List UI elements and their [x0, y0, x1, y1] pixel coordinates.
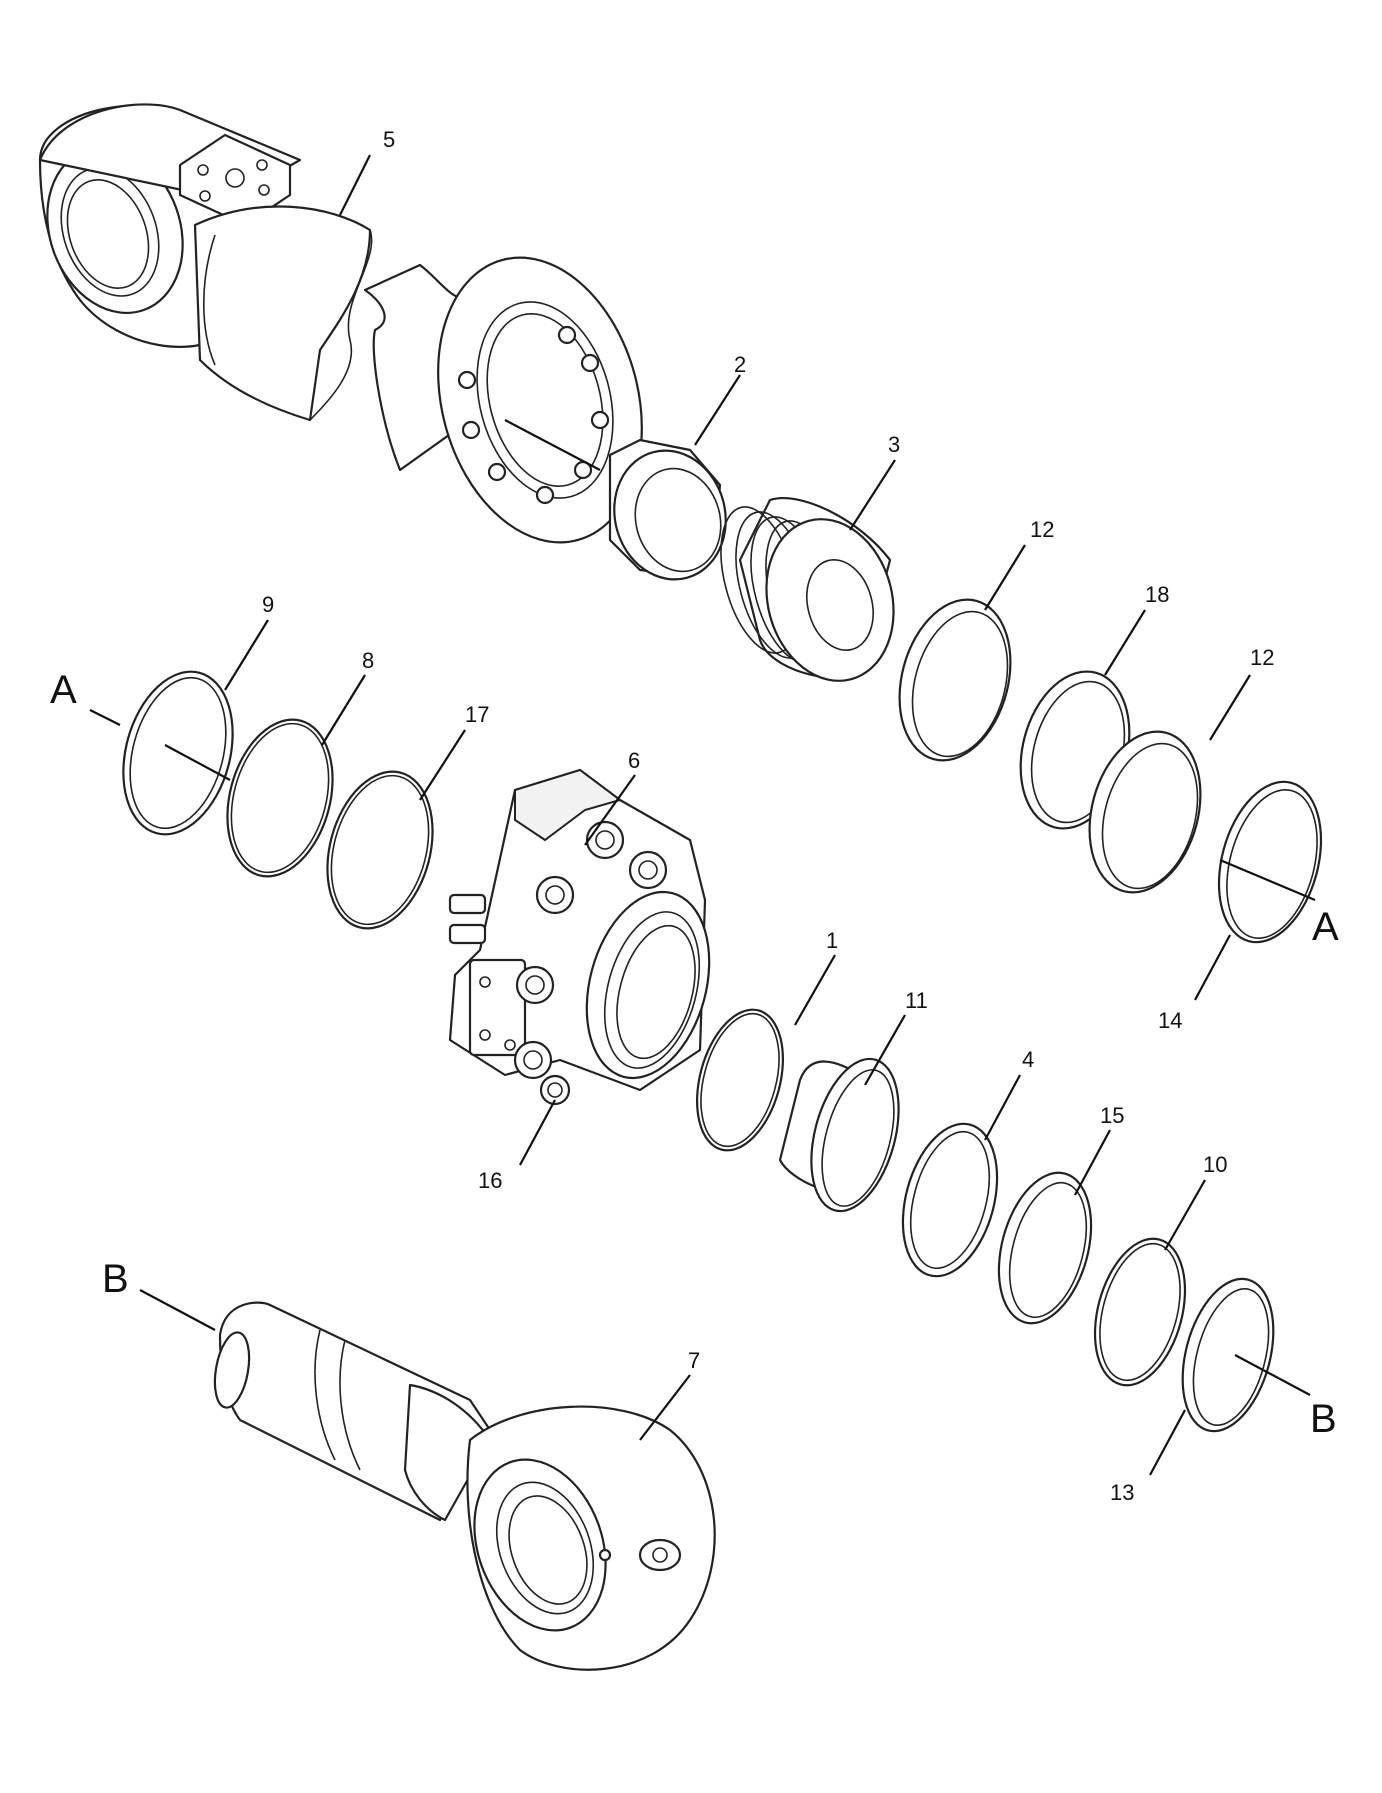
part-rod [213, 1301, 716, 1671]
callout-16: 16 [478, 1168, 502, 1193]
part-cylinder-barrel [38, 103, 643, 544]
part-ring-17 [326, 770, 434, 930]
callout-6: 6 [628, 748, 640, 773]
part-ring-14 [1217, 780, 1323, 944]
callout-5: 5 [383, 127, 395, 152]
part-wear-ring-12a [898, 598, 1012, 762]
part-wear-ring-12b [1088, 730, 1202, 894]
part-ring-8 [226, 718, 334, 878]
part-ring-1 [696, 1008, 784, 1152]
callout-8: 8 [362, 648, 374, 673]
callout-12a: 12 [1030, 517, 1054, 542]
part-wiper-13 [1181, 1277, 1275, 1433]
callout-10: 10 [1203, 1152, 1227, 1177]
ref-a-right: A [1312, 905, 1339, 949]
callout-2: 2 [734, 352, 746, 377]
part-ring-4 [901, 1122, 999, 1278]
callout-7: 7 [688, 1348, 700, 1373]
part-bushing-11 [778, 1057, 900, 1213]
part-piston [720, 497, 895, 682]
part-nut [608, 438, 727, 581]
callout-4: 4 [1022, 1047, 1034, 1072]
callout-11: 11 [905, 988, 928, 1013]
callout-18: 18 [1145, 582, 1169, 607]
part-ring-10 [1093, 1237, 1187, 1387]
reference-letters: A A B B [50, 668, 1339, 1441]
callout-1: 1 [826, 928, 838, 953]
ref-b-right: B [1310, 1397, 1337, 1441]
ref-b-left: B [102, 1257, 129, 1301]
callout-labels: 5 2 3 12 18 12 9 8 17 6 14 1 11 4 15 10 … [262, 127, 1274, 1505]
leader-lines [89, 154, 1316, 1476]
part-head [448, 768, 711, 1106]
part-seal-15 [997, 1171, 1093, 1325]
ref-a-left: A [50, 668, 77, 712]
callout-3: 3 [888, 432, 900, 457]
callout-15: 15 [1100, 1103, 1124, 1128]
callout-12b: 12 [1250, 645, 1274, 670]
callout-13: 13 [1110, 1480, 1134, 1505]
callout-9: 9 [262, 592, 274, 617]
callout-17: 17 [465, 702, 489, 727]
callout-14: 14 [1158, 1008, 1182, 1033]
